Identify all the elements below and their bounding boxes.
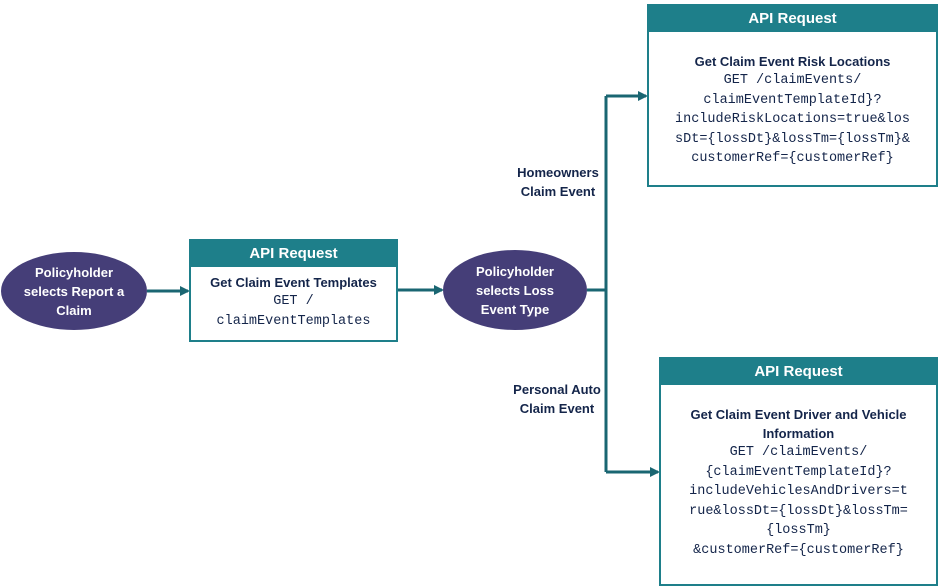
api-request-claim-event-templates: API Request Get Claim Event Templates GE… <box>189 239 398 342</box>
api-request-title: Get Claim Event Templates <box>210 275 377 290</box>
decision-node-loss-event-type: Policyholder selects Loss Event Type <box>443 250 587 330</box>
api-request-title: Get Claim Event Risk Locations <box>694 54 891 69</box>
api-request-risk-locations: API Request Get Claim Event Risk Locatio… <box>647 4 938 187</box>
start-node-label: Policyholder selects Report a Claim <box>23 264 125 318</box>
api-request-endpoint: GET / claimEventTemplates <box>216 294 371 329</box>
start-node-report-claim: Policyholder selects Report a Claim <box>1 252 147 330</box>
api-request-endpoint: GET /claimEvents/ {claimEventTemplateId}… <box>689 445 908 558</box>
api-request-endpoint: GET /claimEvents/ claimEventTemplateId}?… <box>675 73 910 166</box>
branch-label-personal-auto: Personal Auto Claim Event <box>513 382 601 416</box>
api-request-header: API Request <box>191 241 396 267</box>
api-request-header: API Request <box>649 6 936 32</box>
api-request-header: API Request <box>661 359 936 385</box>
api-request-title: Get Claim Event Driver and Vehicle Infor… <box>690 407 907 441</box>
decision-node-label: Policyholder selects Loss Event Type <box>475 263 555 317</box>
api-request-driver-vehicle: API Request Get Claim Event Driver and V… <box>659 357 938 586</box>
branch-label-homeowners: Homeowners Claim Event <box>517 165 599 199</box>
